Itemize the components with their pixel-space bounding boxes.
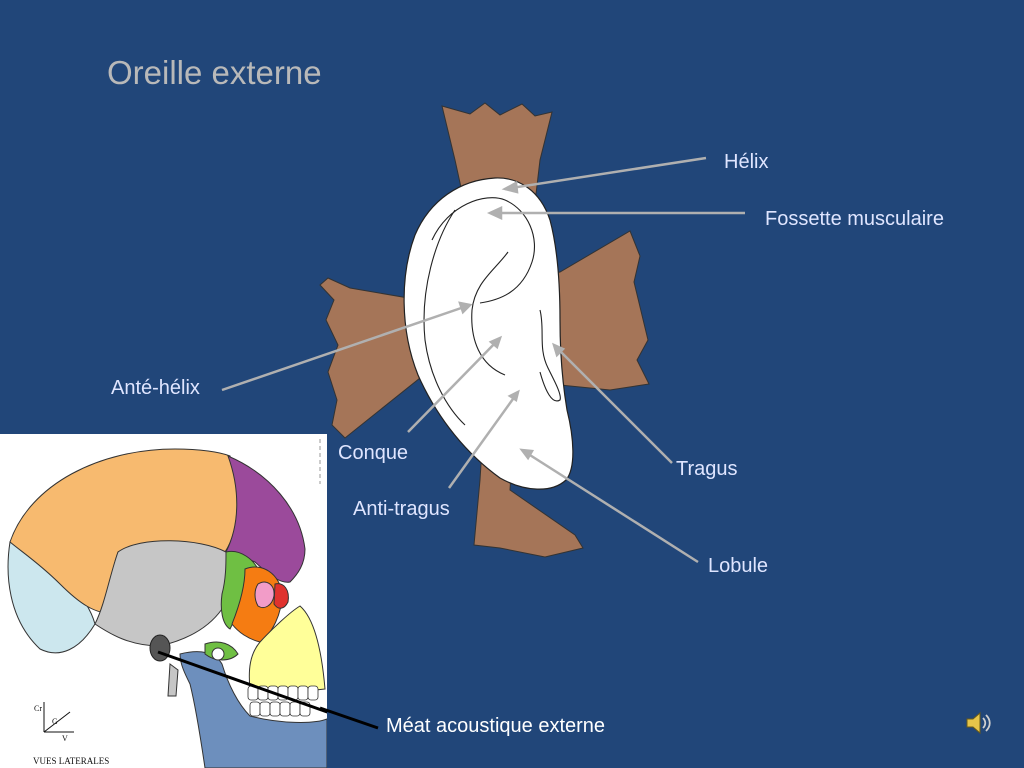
arrowhead-antehelix bbox=[458, 301, 473, 315]
speaker-icon[interactable] bbox=[964, 708, 994, 738]
arrowhead-tragus bbox=[552, 342, 566, 358]
skull-illustration: Cr G V VUES LATERALES bbox=[0, 434, 327, 768]
arrowhead-antitragus bbox=[507, 389, 520, 403]
maxilla-bone bbox=[248, 605, 326, 692]
pointer-helix bbox=[504, 156, 707, 191]
skull-caption: VUES LATERALES bbox=[33, 756, 110, 766]
pointer-meat bbox=[157, 650, 327, 714]
label-fossette-musculaire: Fossette musculaire bbox=[765, 208, 944, 230]
pointer-antitragus bbox=[447, 391, 520, 489]
mandible-bone bbox=[179, 651, 327, 768]
lacrimal-bone bbox=[254, 581, 275, 609]
pointer-lobule bbox=[521, 448, 699, 564]
tragus-line bbox=[539, 309, 561, 402]
label-anti-tragus: Anti-tragus bbox=[353, 498, 450, 520]
axis-label-v: V bbox=[62, 734, 68, 743]
label-helix: Hélix bbox=[724, 151, 769, 173]
pointer-conque bbox=[407, 337, 501, 433]
pointer-antehelix bbox=[221, 303, 471, 392]
auditory-meatus bbox=[149, 634, 171, 662]
nasal-bone bbox=[273, 583, 289, 609]
helix-fold-line bbox=[431, 197, 536, 304]
axis-label-g: G bbox=[52, 717, 58, 726]
temporal-bone bbox=[94, 540, 230, 647]
label-conque: Conque bbox=[338, 442, 409, 464]
label-tragus: Tragus bbox=[676, 458, 738, 480]
arrowhead-helix bbox=[501, 181, 519, 194]
concha-line bbox=[471, 251, 509, 376]
axis-label-cr: Cr bbox=[34, 704, 42, 713]
arrowhead-fossette bbox=[486, 206, 503, 220]
label-meat-acoustique: Méat acoustique externe bbox=[386, 715, 606, 737]
ear-outline bbox=[403, 177, 574, 490]
label-lobule: Lobule bbox=[708, 555, 769, 577]
skull-drawing bbox=[7, 439, 327, 768]
arrowhead-conque bbox=[488, 335, 503, 350]
antehelix-line bbox=[423, 209, 466, 426]
label-ante-helix: Anté-hélix bbox=[111, 377, 200, 399]
arrowhead-lobule bbox=[519, 448, 535, 461]
pointer-tragus bbox=[553, 344, 673, 464]
slide-title: Oreille externe bbox=[107, 54, 322, 91]
